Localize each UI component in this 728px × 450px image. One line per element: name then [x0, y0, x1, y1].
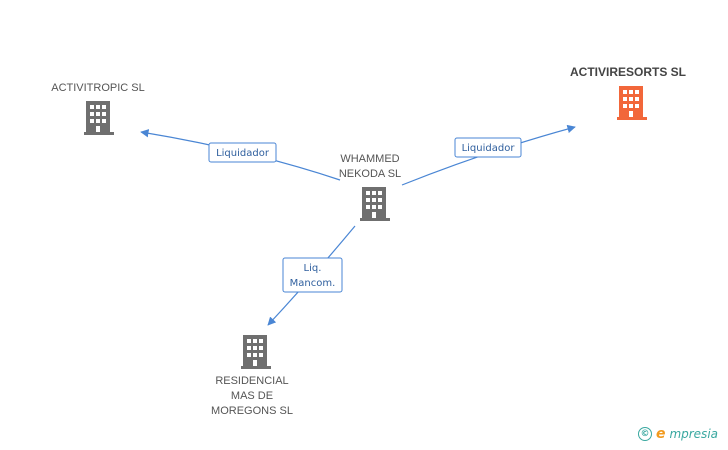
edge-label-text: Liq.: [304, 263, 322, 274]
node-residencial[interactable]: RESIDENCIAL MAS DE MOREGONS SL: [211, 335, 293, 417]
node-label: NEKODA SL: [339, 168, 401, 180]
edge-label-liq-mancom[interactable]: Liq. Mancom.: [282, 257, 343, 293]
edge-label-liquidador-right[interactable]: Liquidador: [454, 137, 522, 158]
brand-name: mpresia: [669, 427, 718, 441]
building-icon: [84, 101, 114, 135]
edge-label-text: Liquidador: [216, 148, 270, 159]
edge-label-liquidador-left[interactable]: Liquidador: [208, 142, 277, 163]
node-label: ACTIVIRESORTS SL: [570, 65, 686, 79]
building-icon: [241, 335, 271, 369]
brand-e-letter: e: [655, 426, 666, 442]
node-label: MAS DE: [231, 390, 273, 402]
node-label: RESIDENCIAL: [215, 375, 288, 387]
node-label: ACTIVITROPIC SL: [51, 82, 145, 94]
copyright-icon: ©: [637, 427, 652, 441]
building-icon: [617, 86, 647, 120]
edge-label-text: Mancom.: [290, 278, 336, 289]
edge-label-text: Liquidador: [462, 143, 516, 154]
node-label: WHAMMED: [340, 153, 399, 165]
node-whammed[interactable]: WHAMMED NEKODA SL: [339, 153, 401, 221]
node-label: MOREGONS SL: [211, 405, 293, 417]
building-icon: [360, 187, 390, 221]
node-activitropic[interactable]: ACTIVITROPIC SL: [51, 82, 145, 135]
node-activiresorts[interactable]: ACTIVIRESORTS SL: [570, 65, 686, 120]
